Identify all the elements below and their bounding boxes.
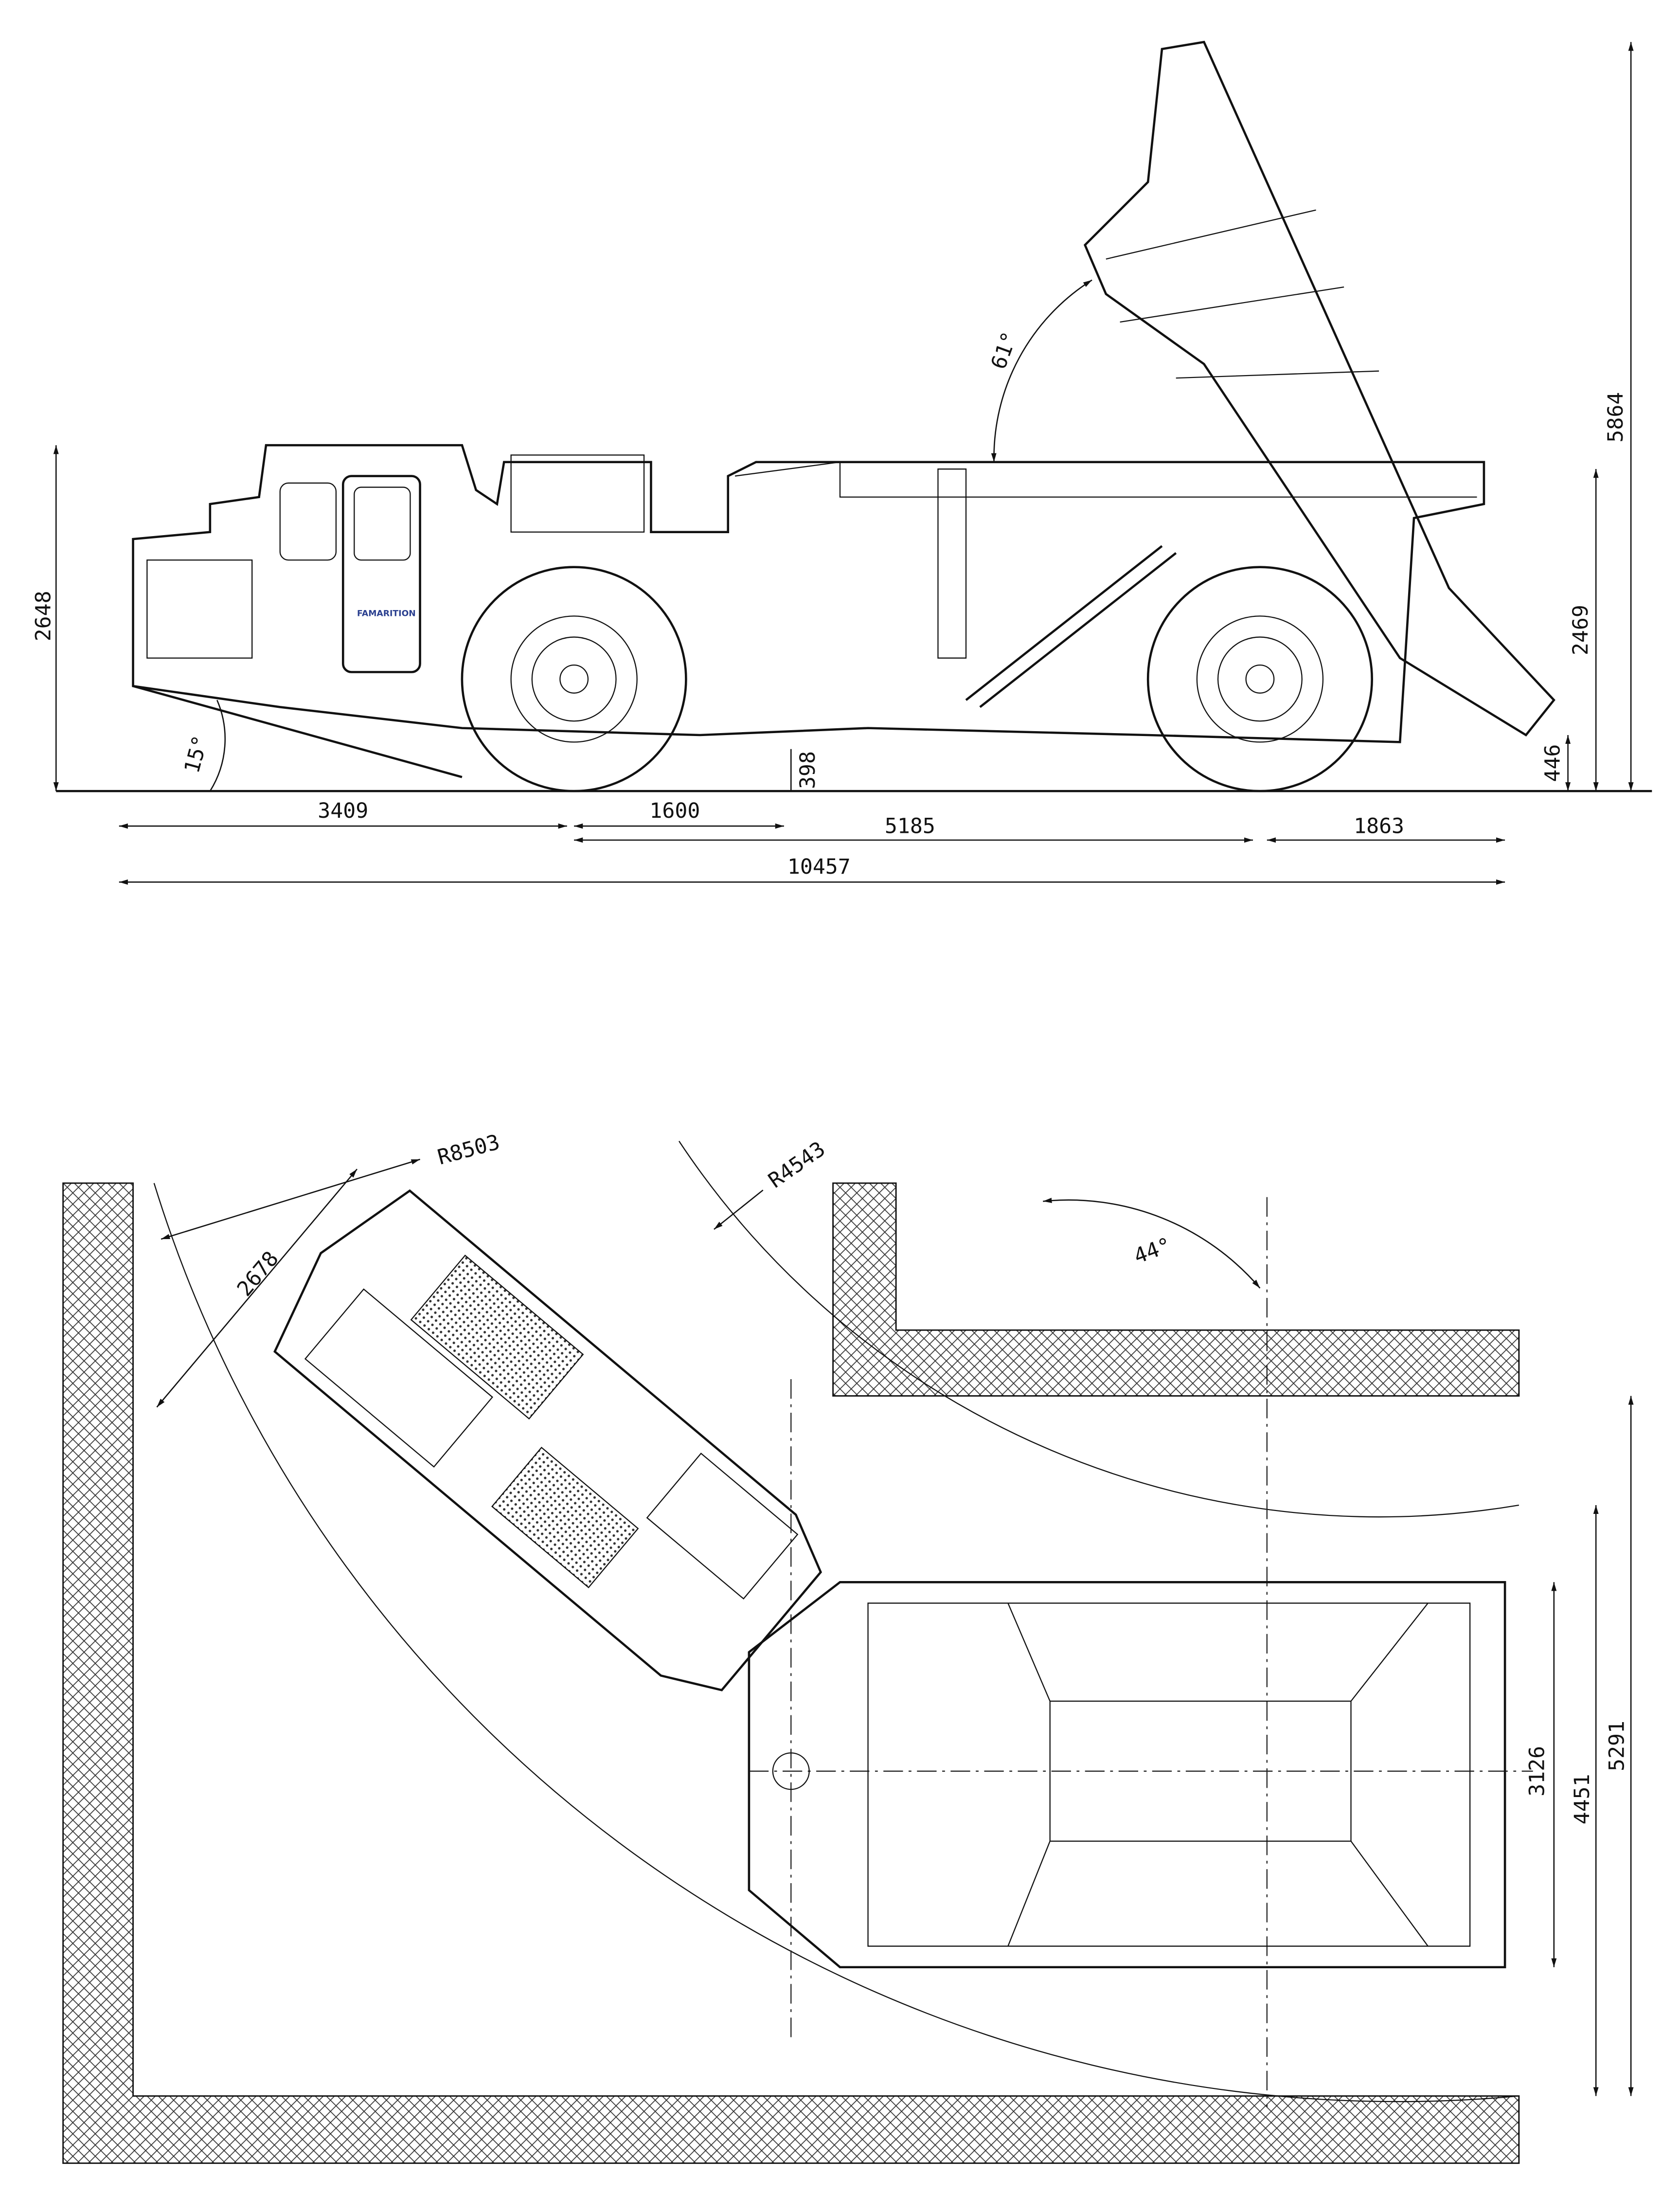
- cab-door: [341, 475, 421, 673]
- dim-box-width-inner: 3126: [1525, 1746, 1550, 1797]
- front-unit-plan: [273, 1189, 822, 1691]
- wall-corner: [832, 1182, 1520, 1397]
- inner-turn-arc: [679, 1141, 1519, 1518]
- dim-rear-overhang: 1863: [1354, 814, 1404, 838]
- dim-outer-radius: R8503: [435, 1130, 502, 1170]
- front-ramp: [132, 685, 463, 778]
- dim-tipped-height: 5864: [1604, 392, 1628, 443]
- dim-box-height: 2469: [1569, 605, 1593, 655]
- dim-overall-height: 2648: [32, 591, 56, 641]
- radiator: [510, 454, 645, 533]
- dump-body-tipped: [1083, 40, 1555, 737]
- dim-wheelbase: 5185: [885, 814, 935, 838]
- front-wheel: [461, 566, 687, 792]
- dim-front-overhang: 3409: [318, 799, 368, 823]
- body-rib: [1106, 209, 1400, 463]
- dim-ground-clearance: 398: [796, 751, 820, 789]
- dim-cab-width: 2678: [232, 1247, 284, 1301]
- side-view: FAMARITION 2648 15° 3409 1600 398 5185 1…: [32, 40, 1652, 885]
- chassis: [132, 444, 1485, 743]
- dim-rear-clearance: 446: [1540, 744, 1565, 782]
- dim-overall-length: 10457: [787, 855, 851, 879]
- dim-articulation-angle: 44°: [1131, 1233, 1175, 1269]
- body-floor: [1049, 1700, 1352, 1842]
- dump-body-plan: [748, 1581, 1506, 1969]
- dim-aisle-width: 5291: [1605, 1721, 1629, 1771]
- plan-view: R8503 R4543 2678 44° 3126 4451 5291: [62, 1130, 1634, 2164]
- dim-approach-angle: 15°: [180, 733, 213, 775]
- dim-box-width-outer: 4451: [1570, 1774, 1594, 1824]
- hoist-cylinder: [965, 545, 1177, 708]
- dump-body-lowered: [734, 461, 1477, 659]
- dim-inner-radius: R4543: [764, 1137, 830, 1193]
- cab-window-1: [279, 482, 337, 561]
- outer-turn-arc: [153, 1183, 1519, 2103]
- dim-tip-angle: 61°: [986, 328, 1022, 372]
- rear-wheel: [1146, 566, 1373, 792]
- articulation-joint: [772, 1752, 810, 1790]
- engine-box: [146, 559, 253, 659]
- cab-window-2: [354, 486, 411, 561]
- dim-front-axle-to-center: 1600: [649, 799, 700, 823]
- logo-text: FAMARITION: [357, 609, 416, 618]
